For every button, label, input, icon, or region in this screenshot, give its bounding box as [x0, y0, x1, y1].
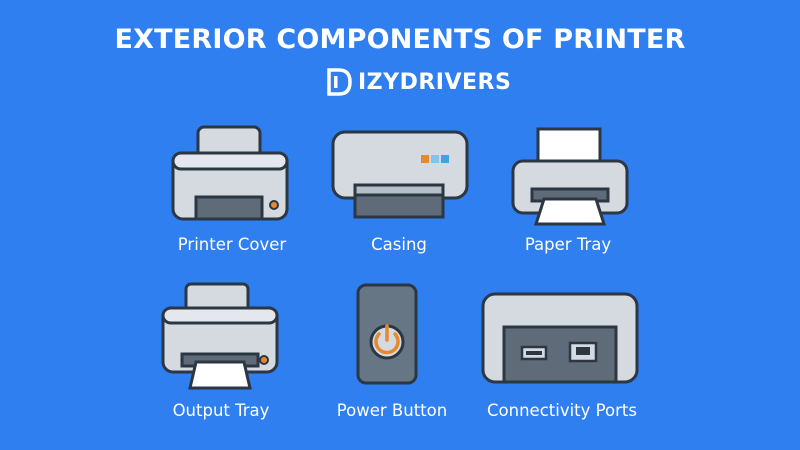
- power-button-icon: [356, 283, 418, 385]
- output-tray-icon: [161, 282, 279, 390]
- connectivity-ports-icon: [481, 292, 639, 384]
- printer-casing-icon: [331, 130, 469, 219]
- casing-label: Casing: [371, 235, 427, 254]
- power-button-label: Power Button: [336, 401, 448, 420]
- brand-logo: IZYDRIVERS: [326, 66, 511, 98]
- page-title: EXTERIOR COMPONENTS OF PRINTER: [114, 24, 686, 55]
- printer-cover-label: Printer Cover: [177, 235, 287, 254]
- brand-name: IZYDRIVERS: [358, 69, 512, 95]
- paper-tray-label: Paper Tray: [524, 235, 612, 254]
- connectivity-ports-label: Connectivity Ports: [487, 401, 637, 420]
- paper-tray-icon: [511, 127, 629, 226]
- printer-cover-icon: [171, 125, 289, 221]
- izydrivers-logo-icon: [327, 68, 352, 96]
- output-tray-label: Output Tray: [172, 401, 270, 420]
